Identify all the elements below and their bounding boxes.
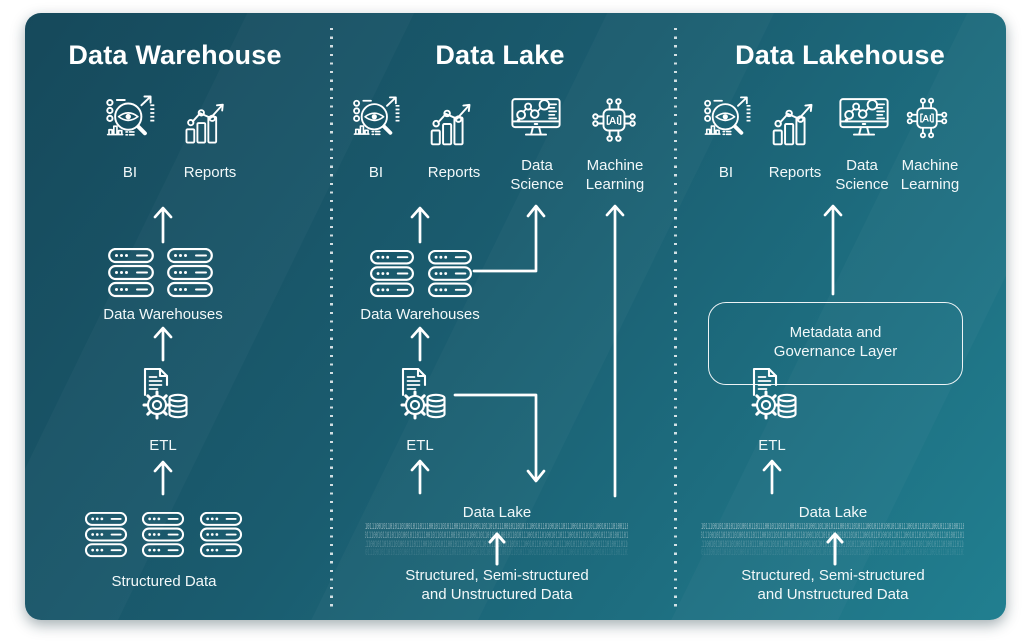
bi-icon <box>700 94 754 148</box>
data-warehouses-label: Data Warehouses <box>103 306 223 323</box>
etl-label: ETL <box>758 437 786 454</box>
bi-label: BI <box>368 164 384 181</box>
etl-gear-database-icon <box>739 364 803 428</box>
server-stack-icon <box>84 512 128 558</box>
metadata-governance-label: Metadata and Governance Layer <box>773 324 898 360</box>
machine-learning-label: Machine Learning <box>900 157 960 193</box>
etl-label: ETL <box>406 437 434 454</box>
reports-icon <box>181 98 231 148</box>
elbow-arrow-etl-to-data-lake <box>453 393 546 483</box>
arrow-warehouses-to-outputs <box>410 206 430 244</box>
server-stack-icon <box>141 512 185 558</box>
arrow-sources-to-data-lake <box>488 532 506 566</box>
bi-label: BI <box>122 164 138 181</box>
arrow-data-lake-to-etl <box>410 459 430 495</box>
server-stack-icon <box>369 250 415 298</box>
etl-gear-database-icon <box>130 364 194 428</box>
bi-label: BI <box>718 164 734 181</box>
source-data-label: Structured, Semi-structured and Unstruct… <box>405 567 589 603</box>
data-warehouses-label: Data Warehouses <box>360 306 480 323</box>
arrow-etl-to-warehouses <box>410 326 430 362</box>
server-stack-icon <box>427 250 473 298</box>
etl-gear-database-icon <box>388 364 452 428</box>
column-title-data-lakehouse: Data Lakehouse <box>735 40 945 70</box>
data-science-label: Data Science <box>835 157 889 193</box>
background-panel <box>25 13 1006 620</box>
reports-label: Reports <box>768 164 822 181</box>
arrow-warehouses-to-outputs <box>153 206 173 244</box>
data-lake-label: Data Lake <box>462 504 532 521</box>
data-lake-label: Data Lake <box>798 504 868 521</box>
structured-data-label: Structured Data <box>111 573 217 590</box>
reports-label: Reports <box>427 164 481 181</box>
arrow-sources-to-data-lake <box>826 532 844 566</box>
column-title-data-lake: Data Lake <box>435 40 565 70</box>
server-stack-icon <box>167 248 213 298</box>
data-science-label: Data Science <box>510 157 564 193</box>
server-stack-icon <box>108 248 154 298</box>
arrow-etl-to-warehouses <box>153 326 173 362</box>
data-science-icon <box>836 93 892 149</box>
reports-icon <box>426 98 478 150</box>
source-data-label: Structured, Semi-structured and Unstruct… <box>741 567 925 603</box>
bi-icon <box>102 93 158 149</box>
reports-icon <box>768 98 820 150</box>
column-title-data-warehouse: Data Warehouse <box>68 40 282 70</box>
reports-label: Reports <box>183 164 237 181</box>
metadata-governance-box <box>708 302 963 385</box>
binary-row: 1011100101101011010010110111001011010110… <box>365 523 628 532</box>
machine-learning-icon <box>586 92 642 148</box>
data-science-icon <box>508 93 564 149</box>
etl-label: ETL <box>149 437 177 454</box>
bi-icon <box>349 94 403 148</box>
machine-learning-label: Machine Learning <box>585 157 645 193</box>
binary-row: 1011100101101011010010110111001011010110… <box>701 523 964 532</box>
server-stack-icon <box>199 512 243 558</box>
arrow-metadata-layer-to-outputs <box>823 204 843 296</box>
binary-row: 1011100101101011010010110111001011010110… <box>701 548 964 559</box>
arrow-data-lake-to-etl <box>762 459 782 495</box>
binary-row: 1011100101101011010010110111001011010110… <box>701 539 964 550</box>
column-divider <box>674 28 677 612</box>
long-arrow-data-lake-to-machine-learning <box>605 204 625 498</box>
machine-learning-icon <box>901 92 953 144</box>
arrow-source-to-etl <box>153 460 173 496</box>
column-divider <box>330 28 333 612</box>
elbow-arrow-warehouses-to-data-science <box>472 204 546 273</box>
